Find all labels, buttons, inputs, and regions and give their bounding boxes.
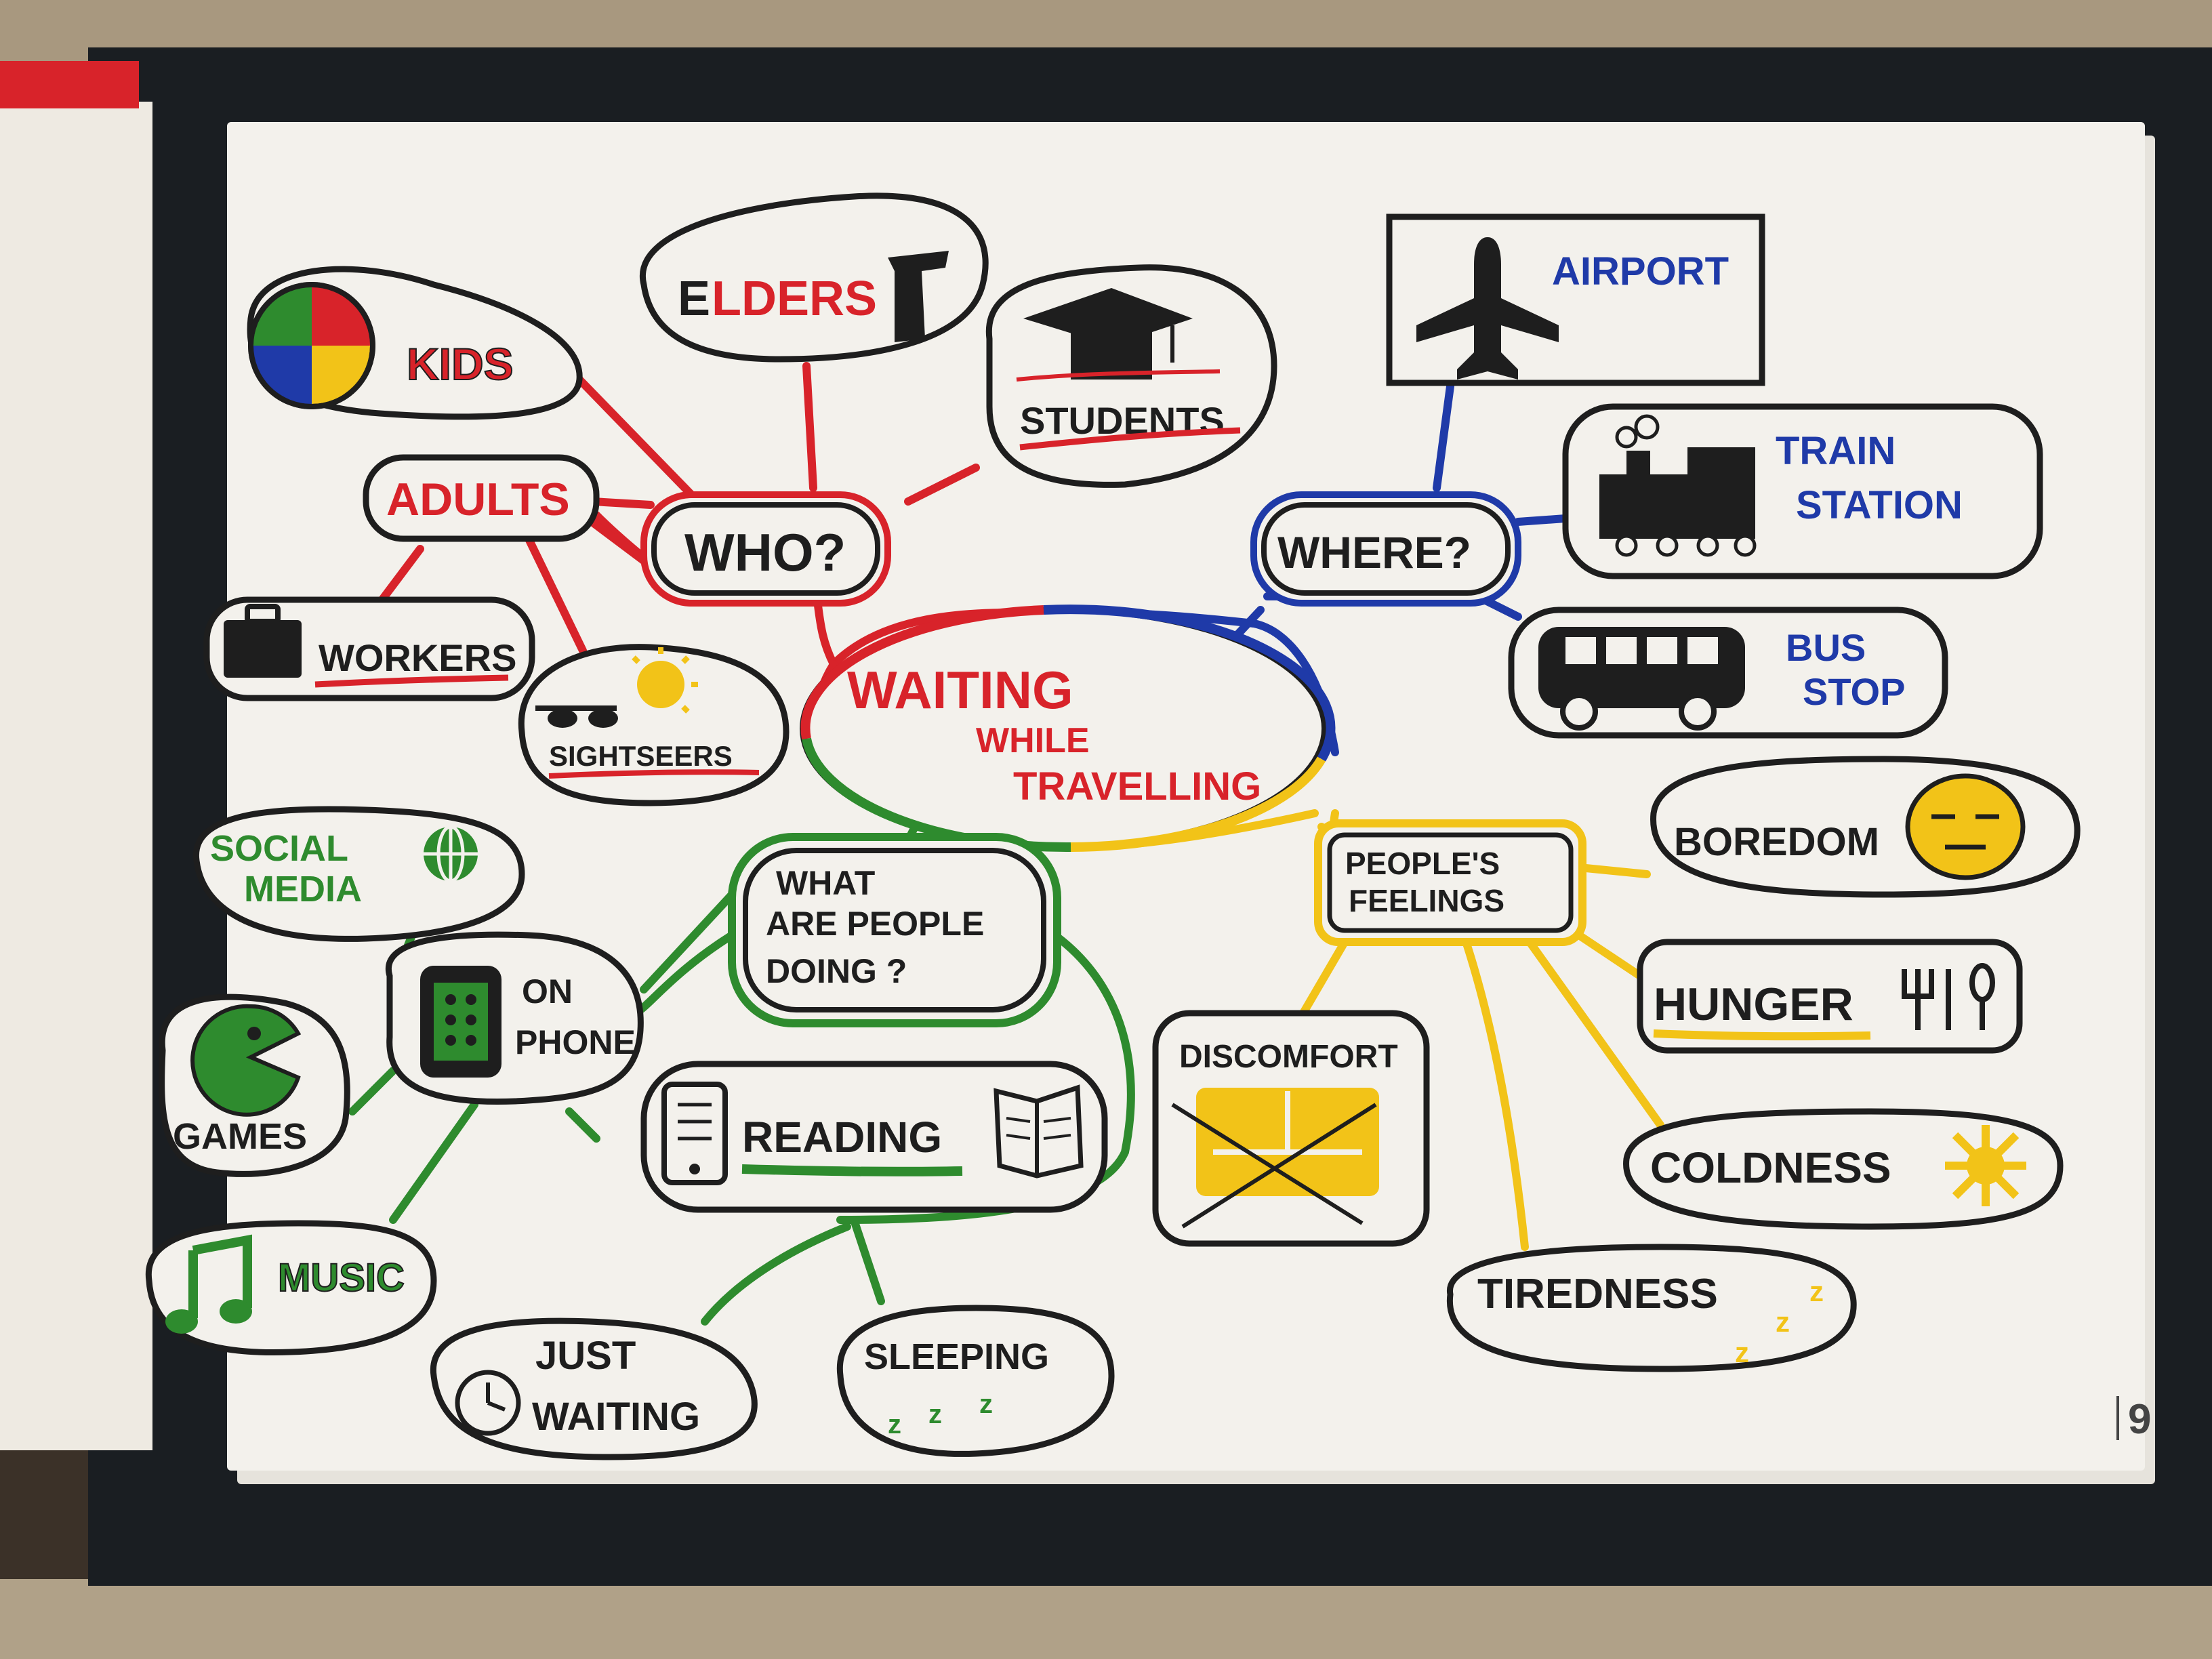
- red-tab: [0, 61, 139, 108]
- doing-branch: WHAT ARE PEOPLE DOING ? SOCIAL MEDIA ON …: [145, 806, 1115, 1460]
- globe-icon: [424, 825, 478, 883]
- couch-icon: [1196, 1088, 1379, 1196]
- hunger-label: HUNGER: [1654, 979, 1853, 1030]
- page-number: 9: [2128, 1396, 2151, 1443]
- tiredness-label: TIREDNESS: [1477, 1271, 1718, 1317]
- workers-label: WORKERS: [319, 636, 516, 679]
- elders-label-e: E: [678, 272, 710, 326]
- who-label: WHO?: [684, 523, 846, 582]
- reading-label: READING: [742, 1113, 942, 1162]
- doing-label-l1: WHAT: [776, 864, 875, 902]
- coldness-label: COLDNESS: [1650, 1143, 1891, 1192]
- doing-label-l2: ARE PEOPLE: [766, 905, 984, 943]
- doing-label-l3: DOING ?: [766, 952, 907, 990]
- where-label: WHERE?: [1277, 527, 1471, 577]
- beach-ball-icon: [248, 282, 375, 409]
- zzz-icon: z z z: [888, 1389, 993, 1439]
- smartphone-icon: [420, 966, 501, 1078]
- airplane-icon: [1416, 237, 1559, 380]
- briefcase-icon: [224, 604, 302, 678]
- pacman-icon: [190, 1004, 302, 1117]
- walking-cane-icon: [888, 251, 949, 342]
- zzz-icon: z z z: [1735, 1275, 1824, 1368]
- on-phone-label-l2: PHONE: [515, 1023, 636, 1061]
- sunglasses-icon: [535, 705, 618, 728]
- center-subtitle-travelling: TRAVELLING: [1013, 764, 1261, 808]
- just-waiting-label-l2: WAITING: [532, 1395, 700, 1439]
- discomfort-label: DISCOMFORT: [1179, 1039, 1398, 1075]
- music-note-icon: [165, 1234, 252, 1334]
- svg-text:z: z: [1776, 1306, 1790, 1338]
- feelings-label-l1: PEOPLE'S: [1345, 846, 1500, 881]
- sightseers-label: SIGHTSEERS: [549, 740, 733, 772]
- train-station-label-l2: STATION: [1796, 483, 1963, 527]
- sleeping-label: SLEEPING: [864, 1336, 1049, 1377]
- music-label: MUSIC: [278, 1256, 405, 1300]
- feelings-branch: PEOPLE'S FEELINGS BOREDOM HUNGER DISCOMF…: [1152, 756, 2081, 1372]
- sun-icon: [632, 647, 698, 714]
- bus-stop-label-l2: STOP: [1803, 670, 1905, 713]
- svg-text:z: z: [1809, 1275, 1824, 1307]
- just-waiting-label-l1: JUST: [535, 1334, 636, 1378]
- on-phone-label-l1: ON: [522, 972, 573, 1010]
- social-media-label-l2: MEDIA: [244, 869, 362, 909]
- who-branch: WHO? KIDS E LDERS STUDENTS ADULTS: [203, 192, 1277, 806]
- feelings-label-l2: FEELINGS: [1349, 883, 1504, 918]
- fork-knife-spoon-icon: [1902, 963, 1995, 1030]
- svg-text:z: z: [888, 1410, 901, 1439]
- snowflake-icon: [1945, 1125, 2026, 1206]
- games-label: GAMES: [173, 1116, 307, 1157]
- train-icon: [1599, 414, 1757, 557]
- wooden-table-bottom: [0, 1579, 2212, 1659]
- center-title: WAITING: [847, 660, 1073, 720]
- boredom-label: BOREDOM: [1674, 820, 1879, 864]
- bus-stop-label-l1: BUS: [1786, 626, 1866, 669]
- svg-text:z: z: [928, 1399, 942, 1429]
- airport-label: AIRPORT: [1552, 249, 1729, 293]
- bus-icon: [1538, 627, 1745, 731]
- svg-text:z: z: [979, 1389, 993, 1419]
- where-branch: WHERE? AIRPORT TRAIN STATION: [1250, 213, 2043, 739]
- social-media-label-l1: SOCIAL: [210, 828, 348, 869]
- ereader-icon: [661, 1082, 728, 1185]
- cross-icon: [1171, 1103, 1377, 1229]
- kids-label: KIDS: [407, 339, 514, 389]
- adjacent-sheet: [0, 102, 152, 1450]
- center-subtitle-while: WHILE: [976, 721, 1090, 760]
- svg-text:z: z: [1735, 1336, 1749, 1368]
- bored-face-icon: [1905, 773, 2026, 880]
- center-node: WAITING WHILE TRAVELLING: [800, 605, 1336, 853]
- open-book-icon: [994, 1084, 1084, 1179]
- adults-label: ADULTS: [386, 474, 570, 525]
- train-station-label-l1: TRAIN: [1776, 429, 1896, 473]
- clock-icon: [455, 1370, 521, 1436]
- elders-label: LDERS: [712, 272, 877, 326]
